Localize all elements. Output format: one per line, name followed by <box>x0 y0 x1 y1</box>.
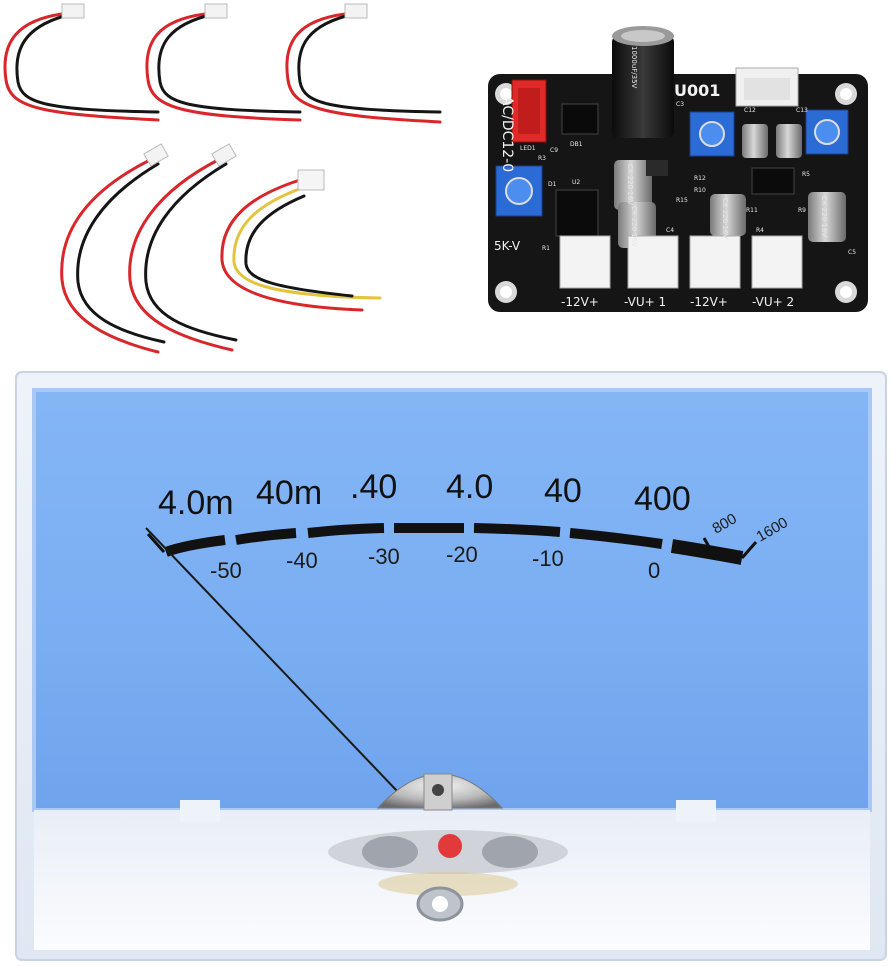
svg-text:R10: R10 <box>694 187 706 194</box>
db-scale-label-3: -30 <box>368 544 400 569</box>
upper-scale-label-5: 40 <box>544 472 582 510</box>
wire-harnesses <box>3 3 442 354</box>
main-capacitor <box>612 26 674 138</box>
smd-part <box>646 160 668 176</box>
small-cap-label-1: CK 220 16V <box>626 164 634 205</box>
main-capacitor-label: 1000uF/35V <box>630 46 638 89</box>
svg-text:R4: R4 <box>756 227 764 234</box>
upper-scale-label-6: 400 <box>634 480 691 518</box>
top-header-connector <box>735 67 799 107</box>
svg-text:C3: C3 <box>676 101 684 108</box>
svg-text:DB1: DB1 <box>570 141 583 148</box>
pot-label: 5K-V <box>494 239 521 253</box>
small-cap-label-2: CK 220 16V <box>630 206 638 247</box>
db-scale-label-4: -20 <box>446 542 478 567</box>
meter-scale-ticks <box>146 533 758 559</box>
port-label-3: -12V+ <box>690 295 728 309</box>
svg-text:U2: U2 <box>572 179 580 186</box>
driver-board: U001 AC/DC12-0 5K-V -12V+ -VU+ 1 -12V+ -… <box>488 26 868 312</box>
port-label-2: -VU+ 1 <box>624 295 666 309</box>
svg-text:R1: R1 <box>542 245 550 252</box>
svg-text:C9: C9 <box>550 147 558 154</box>
svg-text:C12: C12 <box>744 107 756 114</box>
svg-text:R11: R11 <box>746 207 758 214</box>
power-input-connector <box>511 79 547 143</box>
svg-text:R3: R3 <box>538 155 546 162</box>
upper-scale-label-4: 4.0 <box>446 468 493 506</box>
db-scale-label-5: -10 <box>532 546 564 571</box>
upper-scale-label-2: 40m <box>256 474 322 512</box>
rectifier-chip <box>561 103 599 135</box>
meter-needle <box>145 527 399 793</box>
mounting-holes <box>495 83 857 303</box>
wire-harness-6 <box>220 169 382 312</box>
wire-harness-1 <box>3 3 160 122</box>
input-voltage-label: AC/DC12-0 <box>499 96 515 172</box>
svg-text:R5: R5 <box>802 171 810 178</box>
wire-harness-5 <box>128 143 238 352</box>
wire-harness-2 <box>145 3 302 122</box>
wire-harness-4 <box>60 143 169 354</box>
svg-text:C13: C13 <box>796 107 808 114</box>
op-amp-chip <box>751 167 795 195</box>
port-label-1: -12V+ <box>561 295 599 309</box>
svg-text:C4: C4 <box>666 227 674 234</box>
svg-text:C5: C5 <box>848 249 856 256</box>
upper-scale-label-1: 4.0m <box>158 484 234 522</box>
svg-text:R12: R12 <box>694 175 706 182</box>
meter-internal-parts <box>328 830 568 922</box>
svg-text:R15: R15 <box>676 197 688 204</box>
bottom-connectors <box>559 235 803 289</box>
meter-scale-arc <box>164 523 744 565</box>
board-model-label: U001 <box>674 81 720 100</box>
upper-scale-label-3: .40 <box>350 468 397 506</box>
svg-text:D1: D1 <box>548 181 557 188</box>
svg-text:LED1: LED1 <box>520 145 536 152</box>
meter-pivot <box>376 773 504 811</box>
wire-harness-3 <box>285 3 442 124</box>
component-designators: C3 C12 C13 LED1 C9 DB1 R3 D1 U2 R12 R10 … <box>520 101 856 256</box>
small-cap-label-3: CK 220 16V <box>721 198 729 239</box>
regulator-chip <box>555 189 599 237</box>
meter-face <box>34 390 870 810</box>
db-scale-label-6: 0 <box>648 558 660 583</box>
svg-text:R9: R9 <box>798 207 806 214</box>
small-cap-label-4: CK 220 16V <box>820 196 828 237</box>
vu-meter: 4.0m 40m .40 4.0 40 400 800 1600 -50 -40… <box>15 371 887 961</box>
port-label-4: -VU+ 2 <box>752 295 794 309</box>
trimpots <box>495 109 849 217</box>
db-scale-label-2: -40 <box>286 548 318 573</box>
db-scale-label-1: -50 <box>210 558 242 583</box>
